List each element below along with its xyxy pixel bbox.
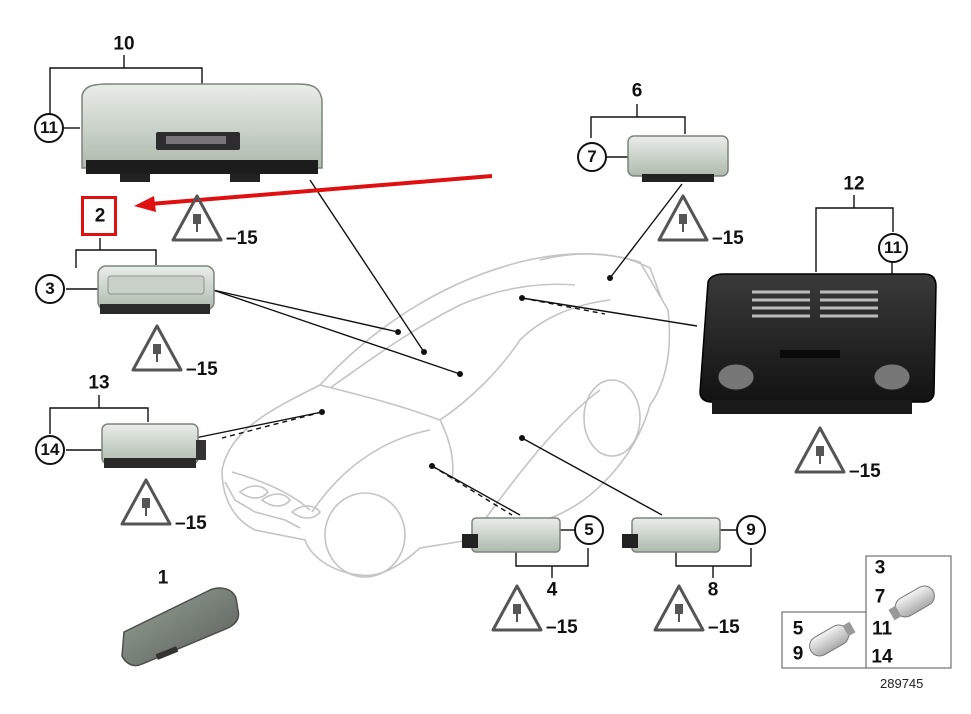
part-3-interior-light bbox=[97, 265, 215, 314]
callout-11-circle-right: 11 bbox=[878, 233, 908, 263]
part-10-roof-module bbox=[81, 83, 323, 182]
inset-label-3: 3 bbox=[874, 557, 886, 579]
inset-label-11: 11 bbox=[871, 618, 893, 640]
leader-lines bbox=[49, 55, 894, 578]
part-12-dark-module bbox=[699, 273, 937, 414]
warning-label-top-right: –15 bbox=[712, 228, 744, 249]
callout-2: 2 bbox=[94, 205, 106, 227]
warning-label-bottom-right: –15 bbox=[708, 617, 740, 638]
inset-label-5: 5 bbox=[792, 618, 804, 640]
callout-9-circle: 9 bbox=[736, 515, 766, 545]
inset-label-14: 14 bbox=[871, 646, 893, 668]
plug-glyphs bbox=[142, 214, 824, 622]
callout-14-circle: 14 bbox=[35, 435, 65, 465]
diagram-id: 289745 bbox=[880, 676, 924, 691]
callout-7-circle: 7 bbox=[577, 142, 607, 172]
callout-3-circle: 3 bbox=[35, 274, 65, 304]
dashed-leaders bbox=[221, 297, 606, 516]
warning-label-bottom-mid: –15 bbox=[546, 617, 578, 638]
inset-label-7: 7 bbox=[874, 586, 886, 608]
callout-4: 4 bbox=[546, 579, 558, 601]
warning-label-right: –15 bbox=[849, 461, 881, 482]
part-9-light bbox=[622, 517, 721, 553]
callout-13: 13 bbox=[88, 372, 110, 394]
warning-label-top-left: –15 bbox=[226, 228, 258, 249]
inset-bulbs bbox=[781, 555, 952, 669]
warning-triangles bbox=[120, 194, 846, 632]
callout-1: 1 bbox=[157, 567, 169, 589]
red-arrow bbox=[134, 174, 493, 212]
highlight-box bbox=[81, 196, 117, 236]
part-14-light bbox=[101, 423, 206, 468]
part-1-module bbox=[121, 587, 240, 667]
callout-10: 10 bbox=[113, 33, 135, 55]
part-5-light bbox=[462, 517, 561, 553]
warning-label-lower-left: –15 bbox=[175, 513, 207, 534]
part-7-light bbox=[627, 135, 729, 182]
inset-label-9: 9 bbox=[792, 643, 804, 665]
warning-label-mid-left: –15 bbox=[186, 359, 218, 380]
callout-5-circle: 5 bbox=[574, 515, 604, 545]
callout-12: 12 bbox=[843, 173, 865, 195]
callout-8: 8 bbox=[707, 579, 719, 601]
car-outline bbox=[221, 252, 671, 578]
connection-dots bbox=[319, 275, 613, 469]
callout-6: 6 bbox=[631, 80, 643, 102]
callout-11-circle-top: 11 bbox=[34, 113, 64, 143]
